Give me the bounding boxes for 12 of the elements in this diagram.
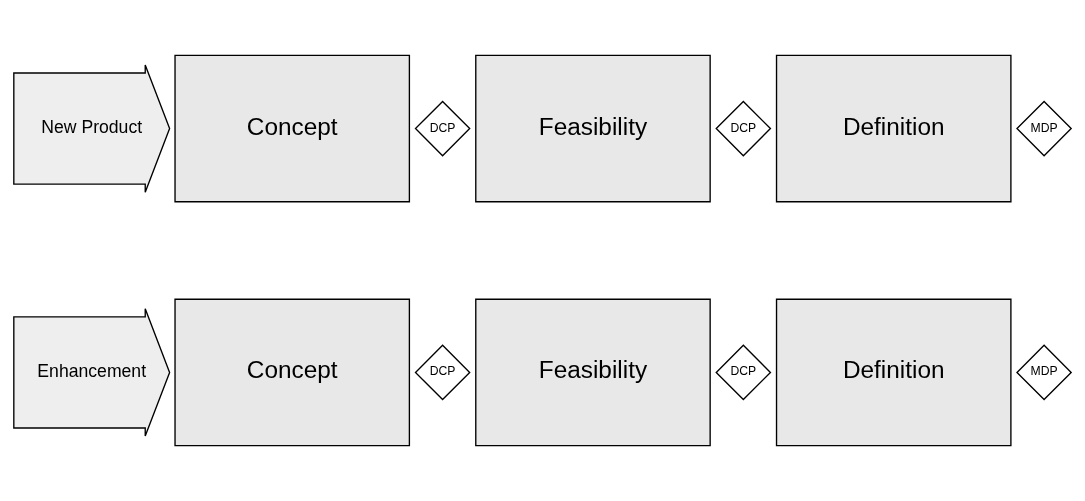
node-box: Concept <box>174 54 411 203</box>
node-diamond: DCP <box>414 344 471 401</box>
node-diamond: DCP <box>414 100 471 157</box>
node-diamond: MDP <box>1016 100 1073 157</box>
node-diamond: DCP <box>715 100 772 157</box>
node-box: Definition <box>775 298 1012 447</box>
node-box: Feasibility <box>475 54 711 203</box>
node-box: Concept <box>174 298 411 447</box>
node-box: Feasibility <box>475 298 711 447</box>
node-box: Definition <box>775 54 1012 203</box>
node-diamond: DCP <box>715 344 772 401</box>
node-diamond: MDP <box>1016 344 1073 401</box>
